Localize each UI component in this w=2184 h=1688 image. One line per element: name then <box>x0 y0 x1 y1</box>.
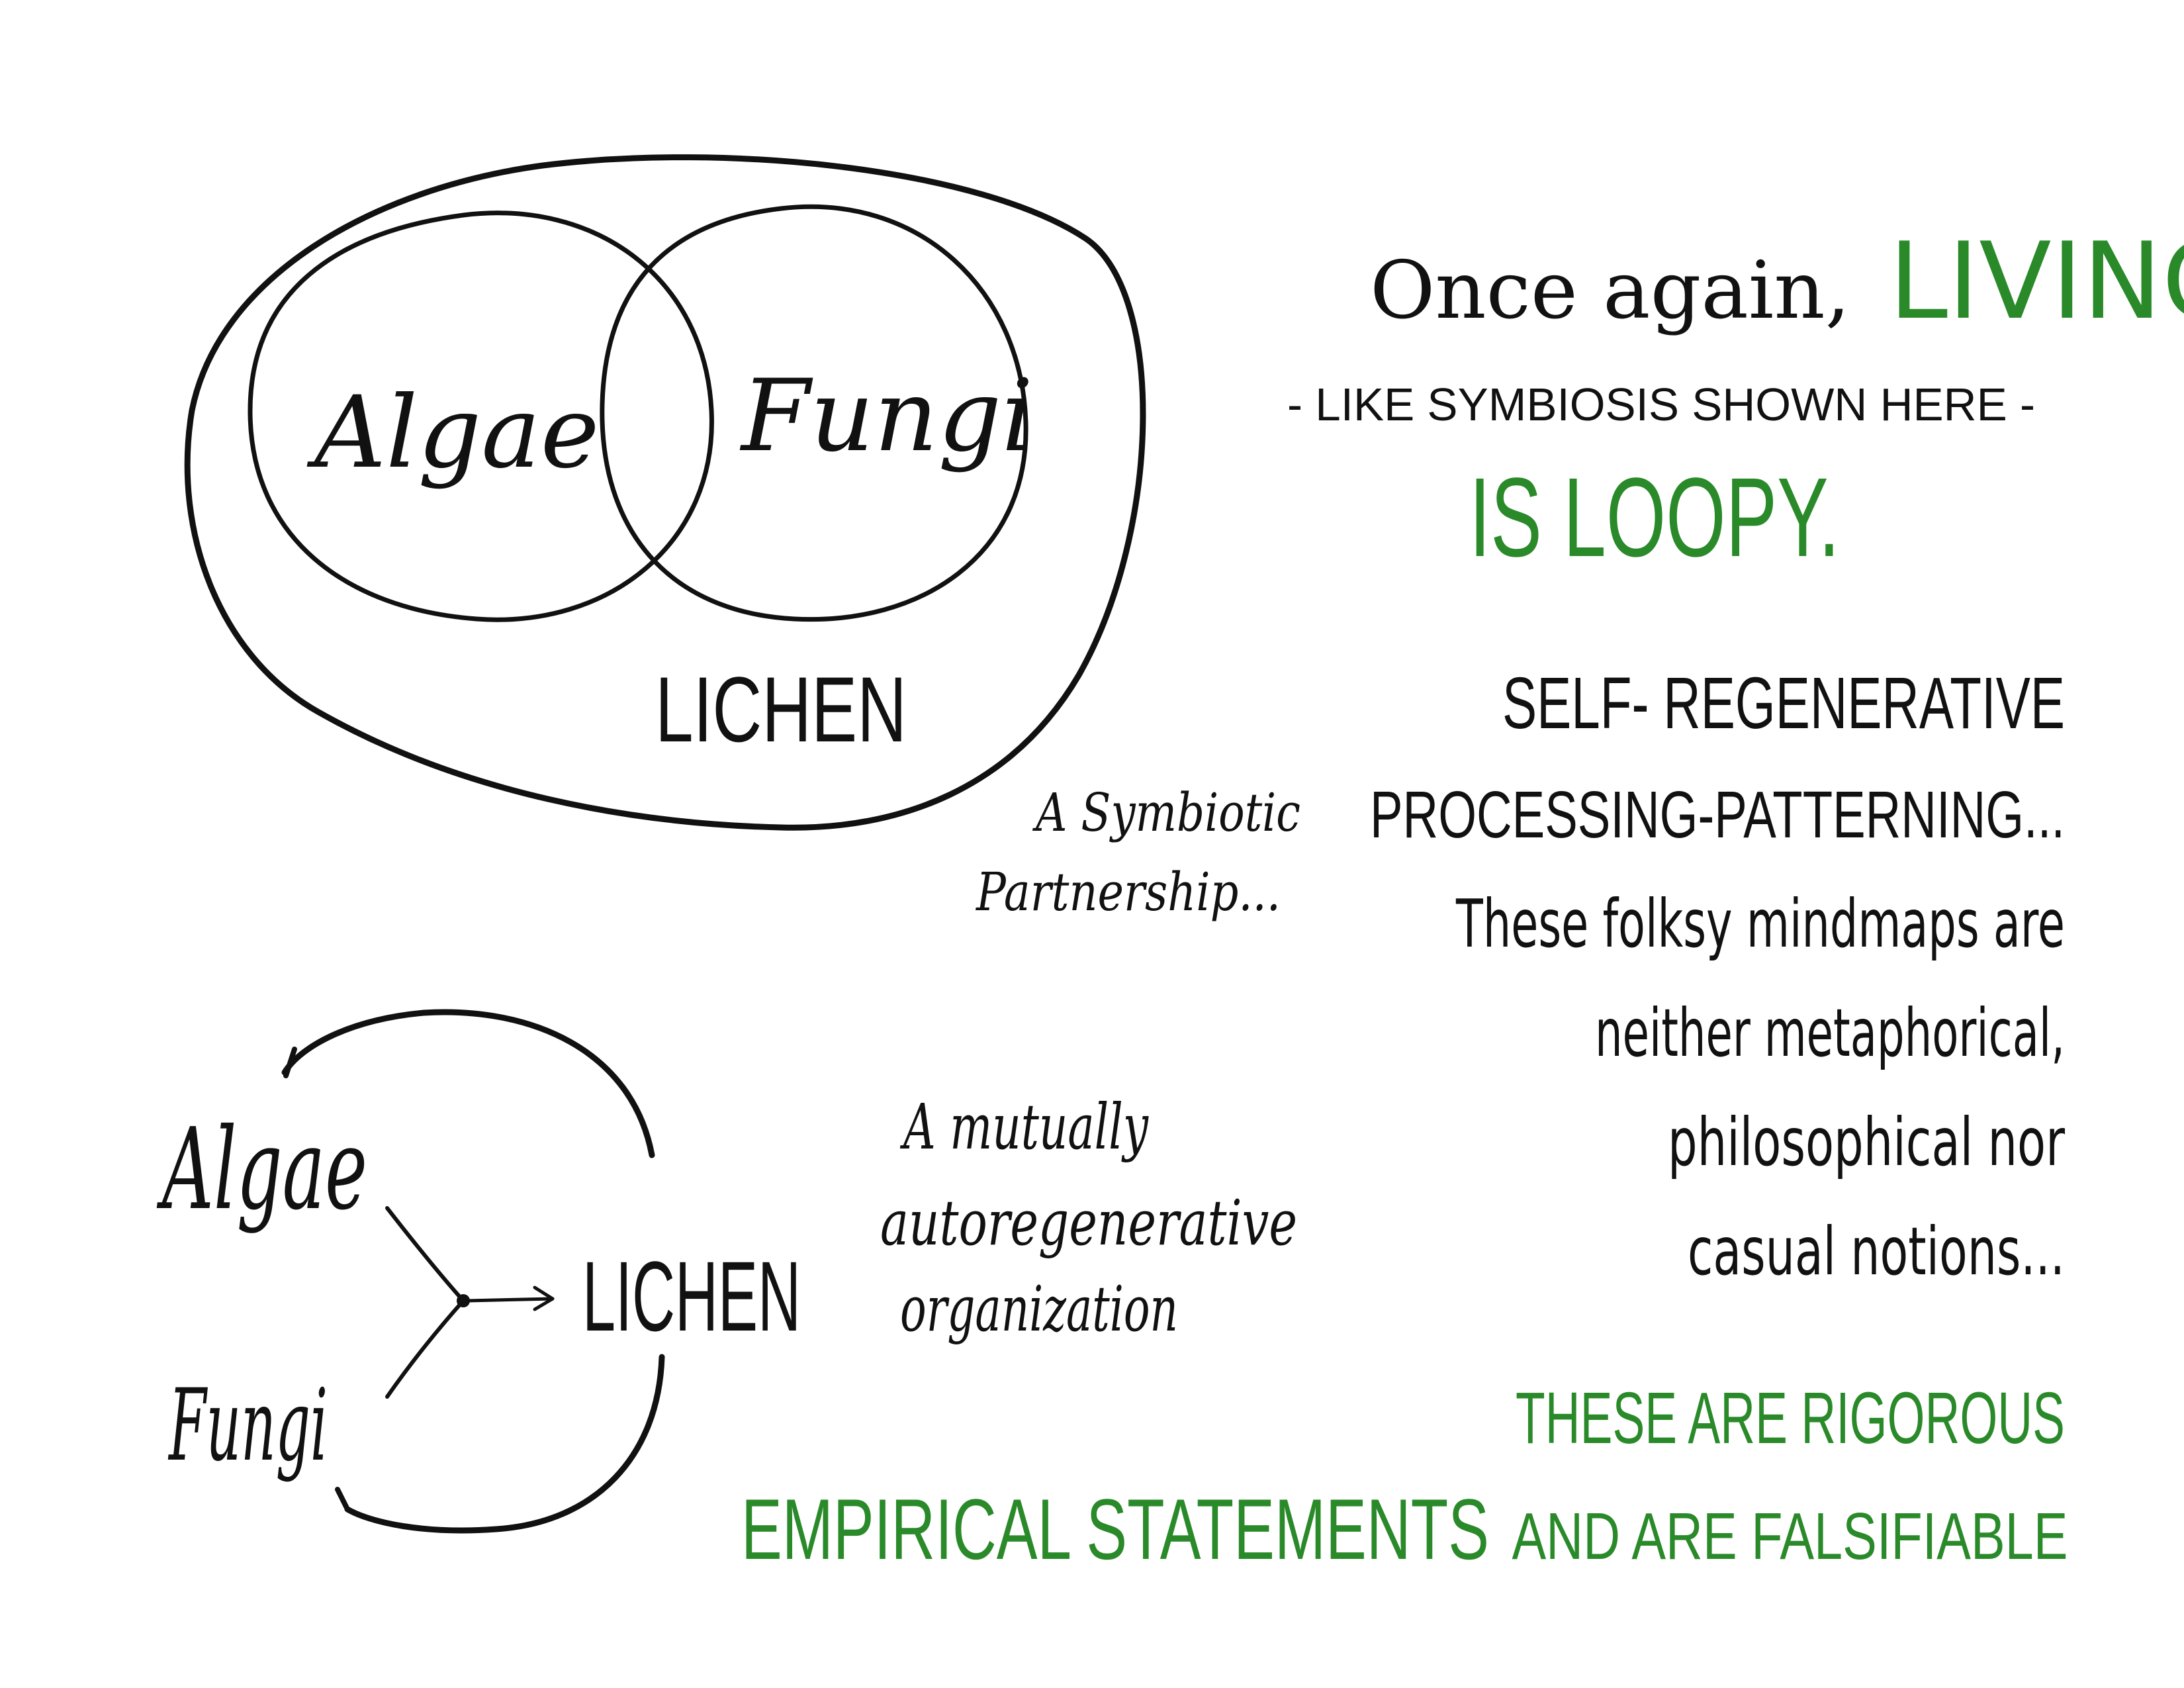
heading-prefix: Once again, <box>1370 245 1850 337</box>
heading-block: Once again, LIVING - LIKE SYMBIOSIS SHOW… <box>1287 219 2184 581</box>
closing-empirical: EMPIRICAL STATEMENTS <box>741 1481 1489 1577</box>
cycle-algae-label: Algae <box>157 1104 367 1235</box>
body-line3: These folksy mindmaps are <box>1455 885 2065 962</box>
venn-caption-line2: Partnership... <box>975 861 1281 923</box>
cycle-algae-connector <box>385 1206 465 1303</box>
cycle-bottom-arc <box>344 1354 665 1534</box>
cycle-arrowhead-to-lichen <box>533 1286 555 1311</box>
cycle-fungi-label: Fungi <box>167 1368 328 1483</box>
heading-line2: - LIKE SYMBIOSIS SHOWN HERE - <box>1287 379 2035 430</box>
closing-falsifiable: AND ARE FALSIFIABLE <box>1512 1499 2068 1573</box>
cycle-fungi-connector <box>385 1299 465 1399</box>
body-line2: PROCESSING-PATTERNING... <box>1370 778 2065 852</box>
venn-lichen-label: LICHEN <box>655 657 907 761</box>
venn-caption: A Symbiotic Partnership... <box>975 782 1300 923</box>
cycle-junction-dot <box>457 1294 470 1307</box>
body-line5: philosophical nor <box>1668 1103 2066 1181</box>
body-line6: casual notions... <box>1688 1213 2065 1290</box>
closing-line1: THESE ARE RIGOROUS <box>1516 1378 2065 1459</box>
cycle-caption: A mutually autoregenerative organization <box>880 1091 1297 1346</box>
heading-living: LIVING <box>1889 219 2184 343</box>
venn-diagram: Algae Fungi LICHEN <box>184 154 1146 831</box>
lichen-outer-loop <box>184 154 1146 831</box>
cycle-lichen-label: LICHEN <box>582 1241 801 1352</box>
cycle-diagram: Algae Fungi LICHEN <box>157 1009 801 1534</box>
body-block: SELF- REGENERATIVE PROCESSING-PATTERNING… <box>1370 663 2066 1290</box>
closing-block: THESE ARE RIGOROUS EMPIRICAL STATEMENTS … <box>741 1378 2068 1577</box>
venn-algae-label: Algae <box>306 375 600 491</box>
cycle-top-arc <box>281 1009 655 1158</box>
cycle-caption-line1: A mutually <box>899 1091 1149 1164</box>
closing-line2: EMPIRICAL STATEMENTS AND ARE FALSIFIABLE <box>741 1481 2068 1577</box>
cycle-bottom-arrowhead <box>335 1487 350 1512</box>
cycle-caption-line3: organization <box>900 1273 1178 1346</box>
venn-caption-line1: A Symbiotic <box>1032 782 1300 843</box>
heading-line1: Once again, LIVING <box>1370 219 2184 343</box>
cycle-caption-line2: autoregenerative <box>880 1187 1297 1260</box>
venn-fungi-label: Fungi <box>739 359 1033 474</box>
cycle-top-arrowhead <box>283 1047 297 1078</box>
body-line4: neither metaphorical, <box>1595 994 2065 1072</box>
heading-line3: IS LOOPY. <box>1469 455 1840 581</box>
body-line1: SELF- REGENERATIVE <box>1502 663 2065 744</box>
algae-circle <box>248 211 714 622</box>
fungi-circle <box>600 204 1028 622</box>
cycle-arrow-to-lichen <box>465 1297 555 1303</box>
